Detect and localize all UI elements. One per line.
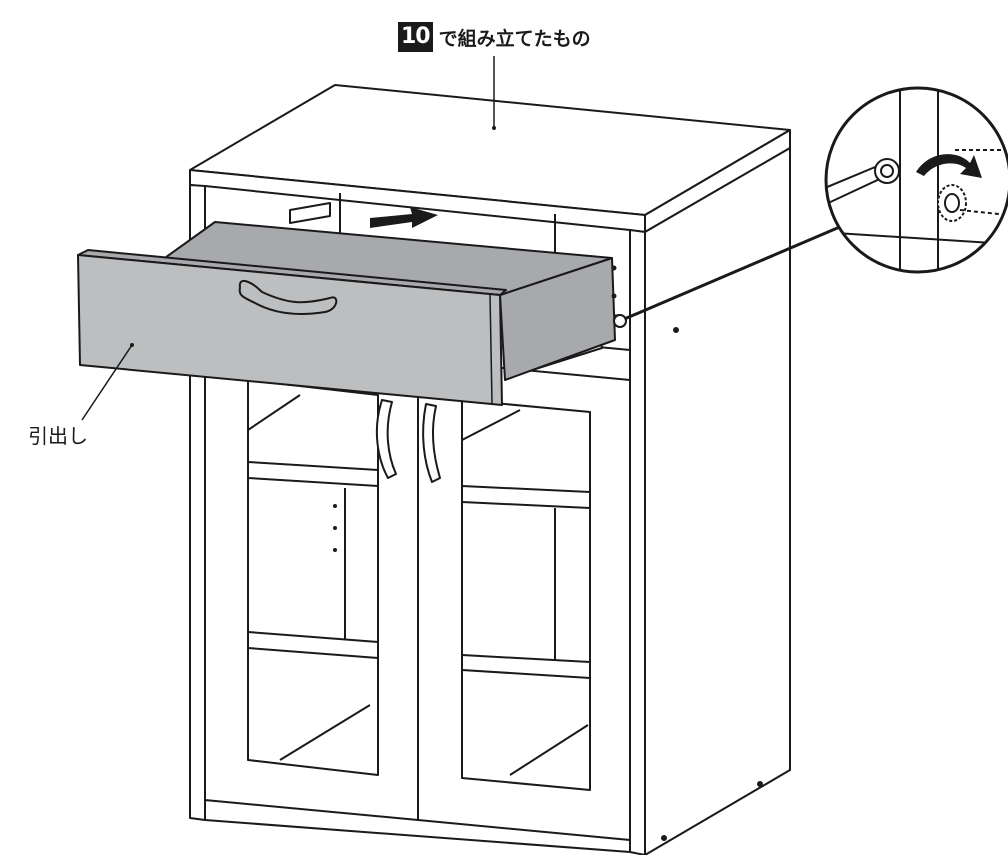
right-door-handle — [422, 403, 441, 483]
shelf-left-upper — [247, 461, 379, 487]
brace-left-bottom — [279, 704, 371, 761]
brace-right-bottom — [509, 724, 589, 776]
right-door-glass — [461, 399, 591, 791]
drawer-label: 引出し — [28, 424, 88, 448]
drawer-slide-rail-back — [289, 202, 331, 224]
drawer-front-edge — [489, 293, 493, 404]
caption-text: で組み立てたもの — [438, 27, 591, 50]
drawer-label-dot — [130, 343, 134, 347]
drawer-label-leader — [81, 344, 133, 421]
shelf-left-lower — [247, 631, 379, 659]
step-number-badge: 10 — [398, 22, 433, 52]
push-arrow-icon — [370, 207, 438, 228]
detail-connector-line — [621, 224, 843, 322]
brace-left-top — [247, 394, 301, 431]
drawer-handle — [238, 279, 338, 315]
side-panel-screw-3 — [661, 835, 667, 841]
shelf-pin-hole-2 — [333, 526, 337, 530]
brace-right-top — [461, 409, 521, 441]
rotate-arrow-icon — [916, 154, 982, 178]
caption-leader-dot — [492, 126, 496, 130]
shelf-pin-hole-3 — [333, 548, 337, 552]
figure-caption: 10 で組み立てたもの — [398, 20, 591, 54]
side-panel-screw-1 — [673, 327, 679, 333]
drawer-front-panel — [77, 254, 503, 406]
shelf-right-lower — [461, 654, 591, 679]
cam-lock-fitting — [613, 314, 627, 328]
left-door-handle — [375, 399, 397, 479]
cabinet-side-panel — [644, 147, 791, 855]
shelf-right-upper — [461, 485, 591, 509]
drawer-bolt-1 — [611, 265, 617, 271]
shelf-pin-hole-1 — [333, 504, 337, 508]
magnified-cam-lock-detail — [824, 86, 1008, 274]
left-door-glass — [247, 379, 379, 776]
side-panel-screw-2 — [757, 781, 763, 787]
cabinet-right-post — [629, 229, 646, 855]
drawer-bolt-2 — [611, 293, 617, 299]
